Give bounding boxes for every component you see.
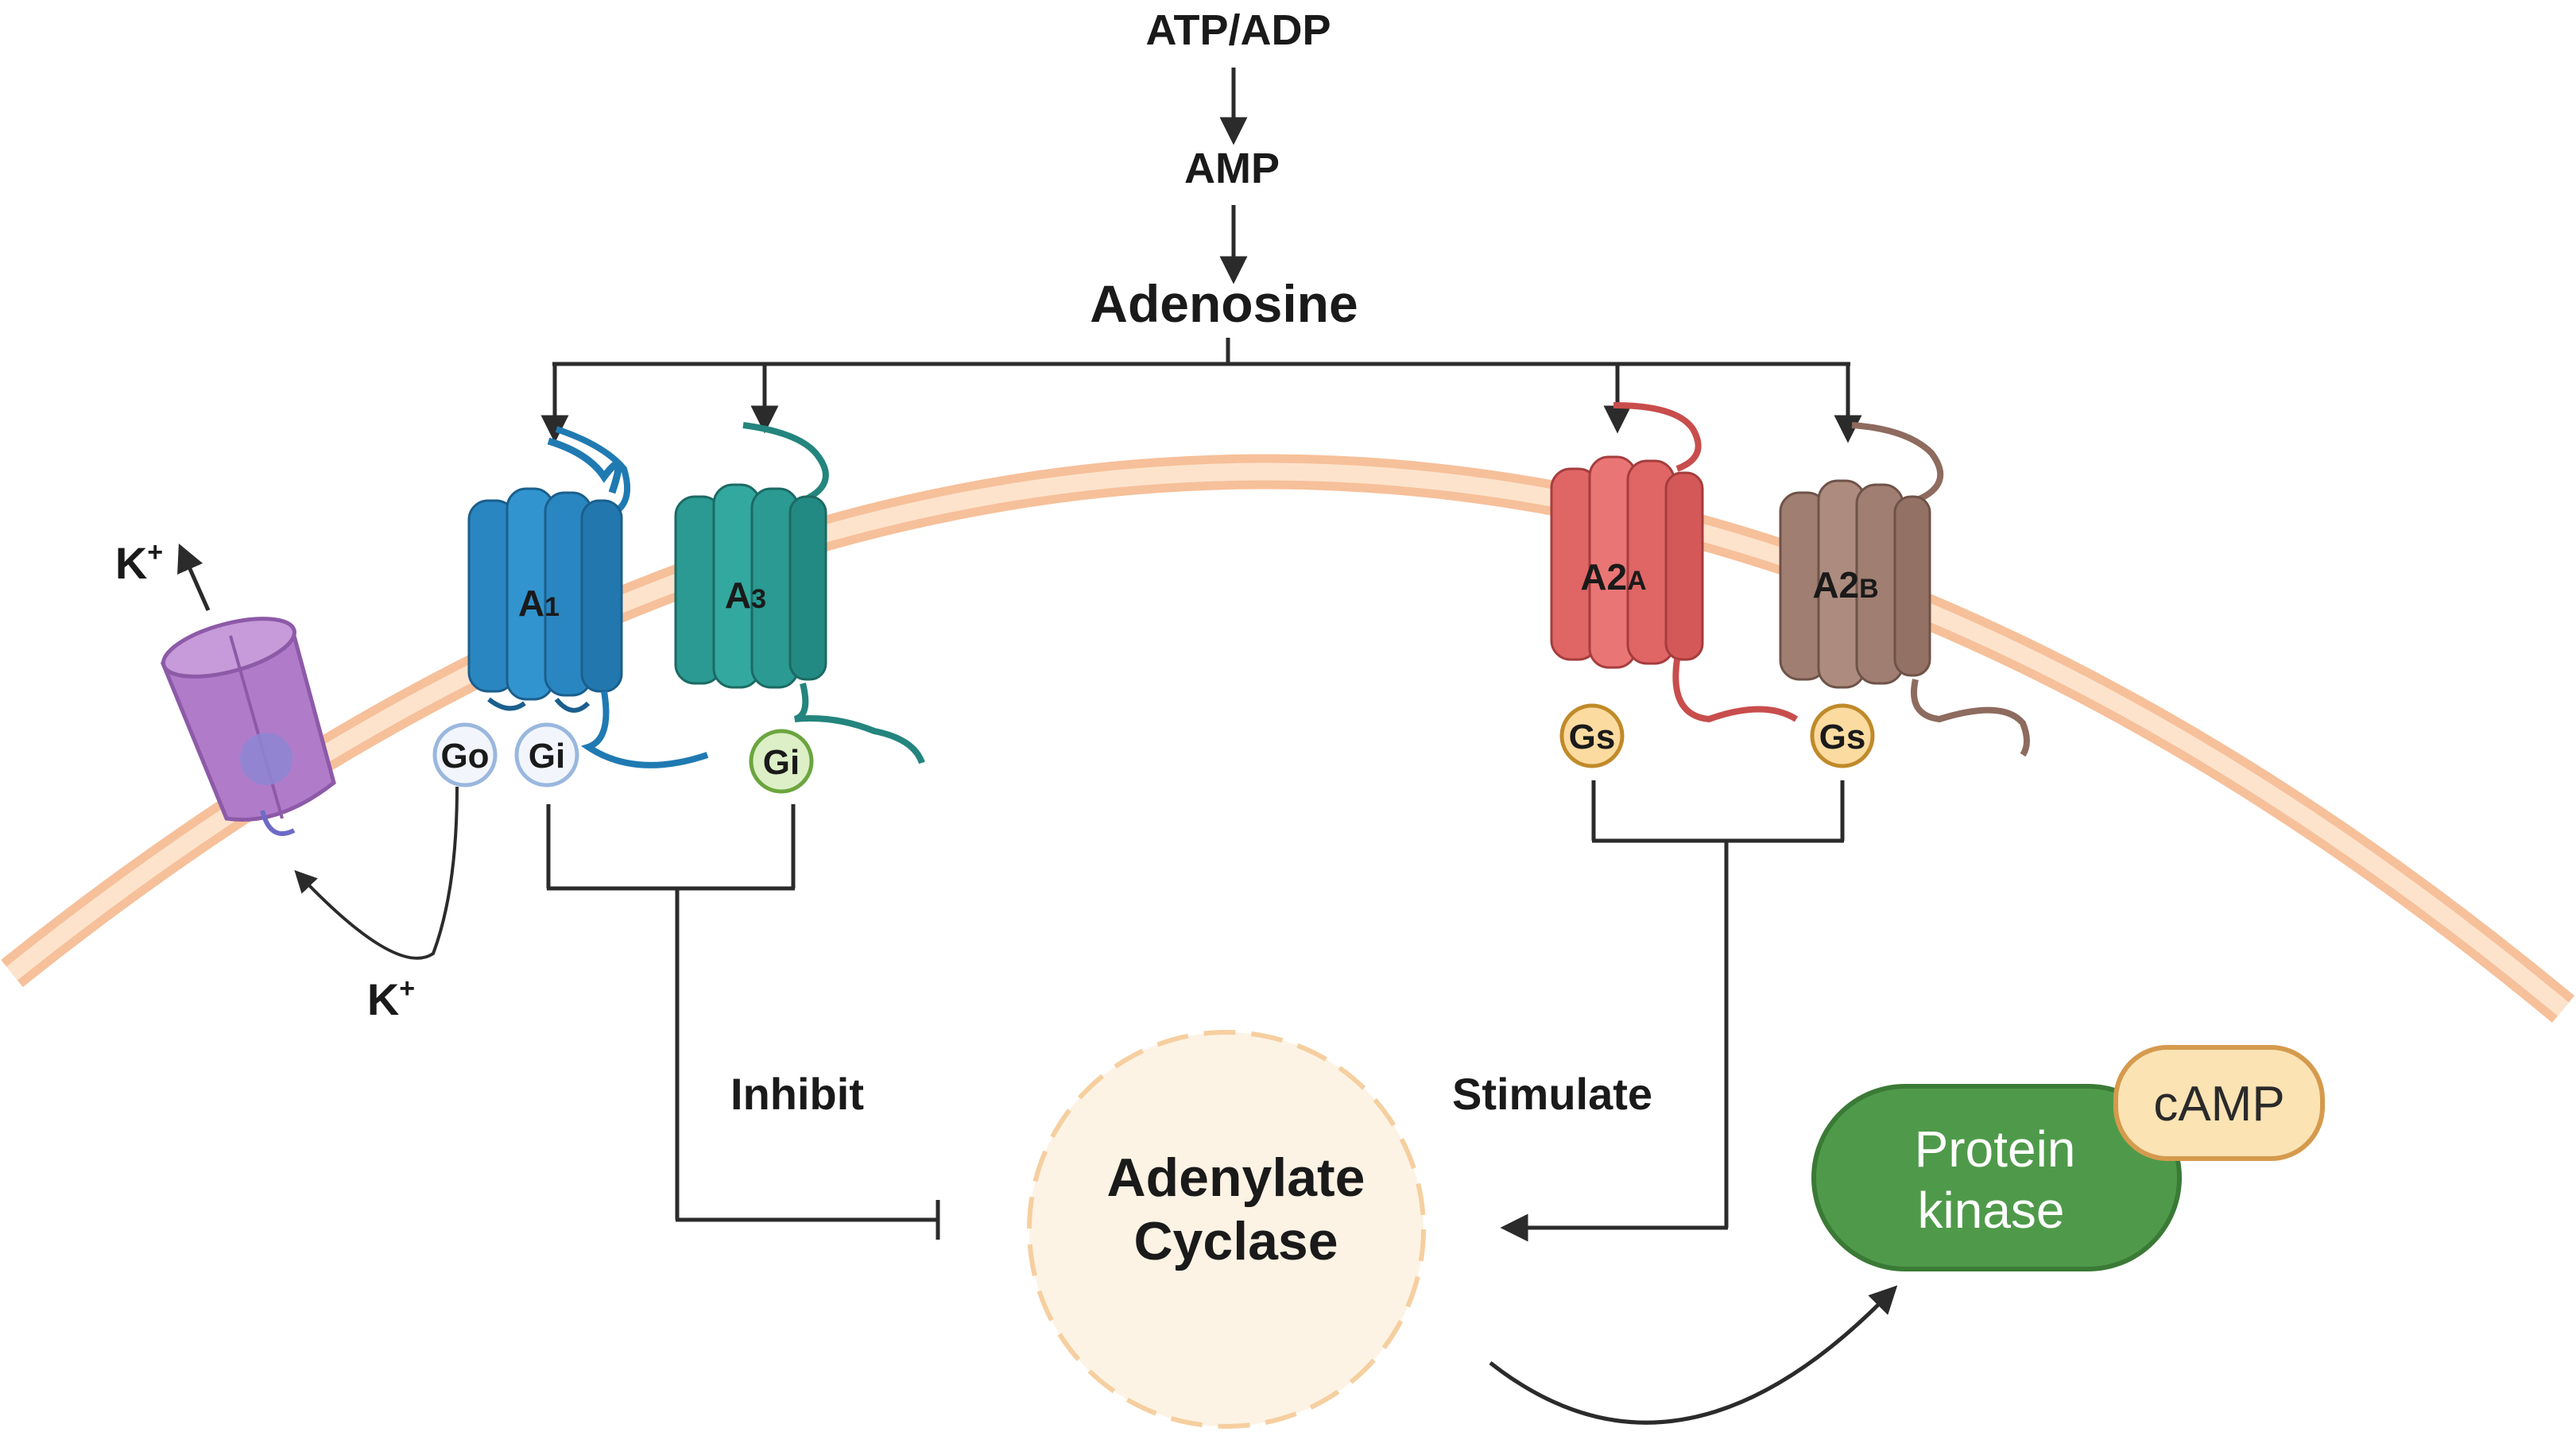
inhibit-connector [546, 804, 940, 1240]
amp-label: AMP [1184, 145, 1280, 192]
a1-receptor-label: A1 [518, 582, 560, 624]
k-ion-bottom: K+ [367, 973, 415, 1024]
a2b-receptor-label: A2B [1812, 564, 1878, 606]
gi-protein-a3: Gi [749, 729, 814, 794]
svg-text:Gi: Gi [529, 737, 565, 776]
inhibit-label: Inhibit [730, 1069, 864, 1119]
gs-protein-a2a: Gs [1559, 703, 1625, 768]
protein-kinase: Protein kinase [1811, 1084, 2182, 1271]
gi-protein-a1: Gi [514, 722, 579, 787]
svg-text:Gi: Gi [763, 743, 800, 782]
cell-membrane [1, 454, 2575, 1023]
potassium-channel [160, 617, 336, 836]
a2b-receptor: A2B [1779, 422, 2030, 757]
a3-receptor-label: A3 [725, 575, 766, 616]
adenylate-cyclase-line2: Cyclase [1133, 1211, 1338, 1271]
svg-text:cAMP: cAMP [2153, 1077, 2284, 1132]
k-ion-top: K+ [115, 537, 163, 588]
svg-text:Gs: Gs [1819, 718, 1866, 757]
adenosine-label: Adenosine [1090, 274, 1358, 333]
a2a-receptor: A2A [1550, 402, 1799, 723]
svg-text:Gs: Gs [1569, 718, 1616, 757]
atp-adp-label: ATP/ADP [1145, 6, 1331, 54]
go-protein: Go [432, 722, 498, 787]
adenosine-distribution-bracket [540, 338, 1862, 443]
svg-text:Go: Go [440, 737, 489, 776]
stimulate-connector [1500, 780, 1845, 1242]
gs-protein-a2b: Gs [1810, 703, 1875, 768]
camp-molecule: cAMP [2113, 1045, 2325, 1161]
adenylate-cyclase-line1: Adenylate [1107, 1147, 1365, 1208]
k-efflux-arrow-top [177, 543, 211, 612]
protein-kinase-line2: kinase [1918, 1182, 2065, 1239]
a1-receptor: A1 [467, 426, 709, 768]
go-to-channel-arrow [294, 786, 459, 960]
cyclase-to-kinase-arrow [1489, 1285, 1898, 1425]
a3-receptor: A3 [674, 422, 925, 764]
protein-kinase-line1: Protein [1915, 1120, 2076, 1178]
a2a-receptor-label: A2A [1580, 556, 1646, 598]
adenylate-cyclase: Adenylate Cyclase [1027, 1030, 1426, 1429]
stimulate-label: Stimulate [1452, 1069, 1652, 1119]
